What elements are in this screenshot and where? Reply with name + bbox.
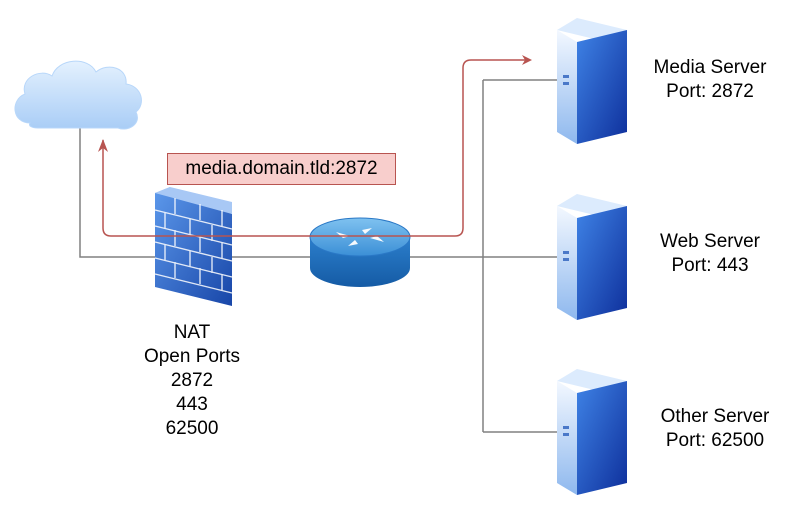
router-icon bbox=[309, 217, 411, 287]
firewall-icon bbox=[154, 187, 233, 306]
route-arrow bbox=[102, 55, 532, 237]
server-name: Media Server bbox=[653, 57, 767, 78]
nat-subtitle: Open Ports bbox=[143, 346, 241, 367]
server-icon bbox=[557, 194, 627, 320]
server-icon bbox=[557, 18, 627, 144]
server-port: Port: 2872 bbox=[666, 81, 754, 102]
server-icon bbox=[557, 369, 627, 495]
network-links bbox=[79, 79, 557, 433]
cloud-icon bbox=[14, 60, 142, 130]
nat-port: 443 bbox=[176, 394, 208, 415]
nat-port: 62500 bbox=[165, 418, 219, 439]
server-port: Port: 443 bbox=[671, 255, 749, 276]
nat-port: 2872 bbox=[170, 370, 214, 391]
server-port: Port: 62500 bbox=[665, 430, 765, 451]
media-server-label: Media Server Port: 2872 bbox=[635, 56, 785, 104]
server-name: Web Server bbox=[660, 231, 760, 252]
route-arrow-head-start bbox=[98, 139, 108, 152]
web-server-label: Web Server Port: 443 bbox=[635, 230, 785, 278]
nat-title: NAT bbox=[173, 322, 211, 343]
nat-label: NAT Open Ports 2872 443 62500 bbox=[122, 321, 262, 441]
other-server-label: Other Server Port: 62500 bbox=[640, 405, 790, 453]
route-callout: media.domain.tld:2872 bbox=[167, 153, 396, 185]
server-name: Other Server bbox=[660, 406, 770, 427]
cloud-to-firewall-link bbox=[79, 125, 155, 258]
